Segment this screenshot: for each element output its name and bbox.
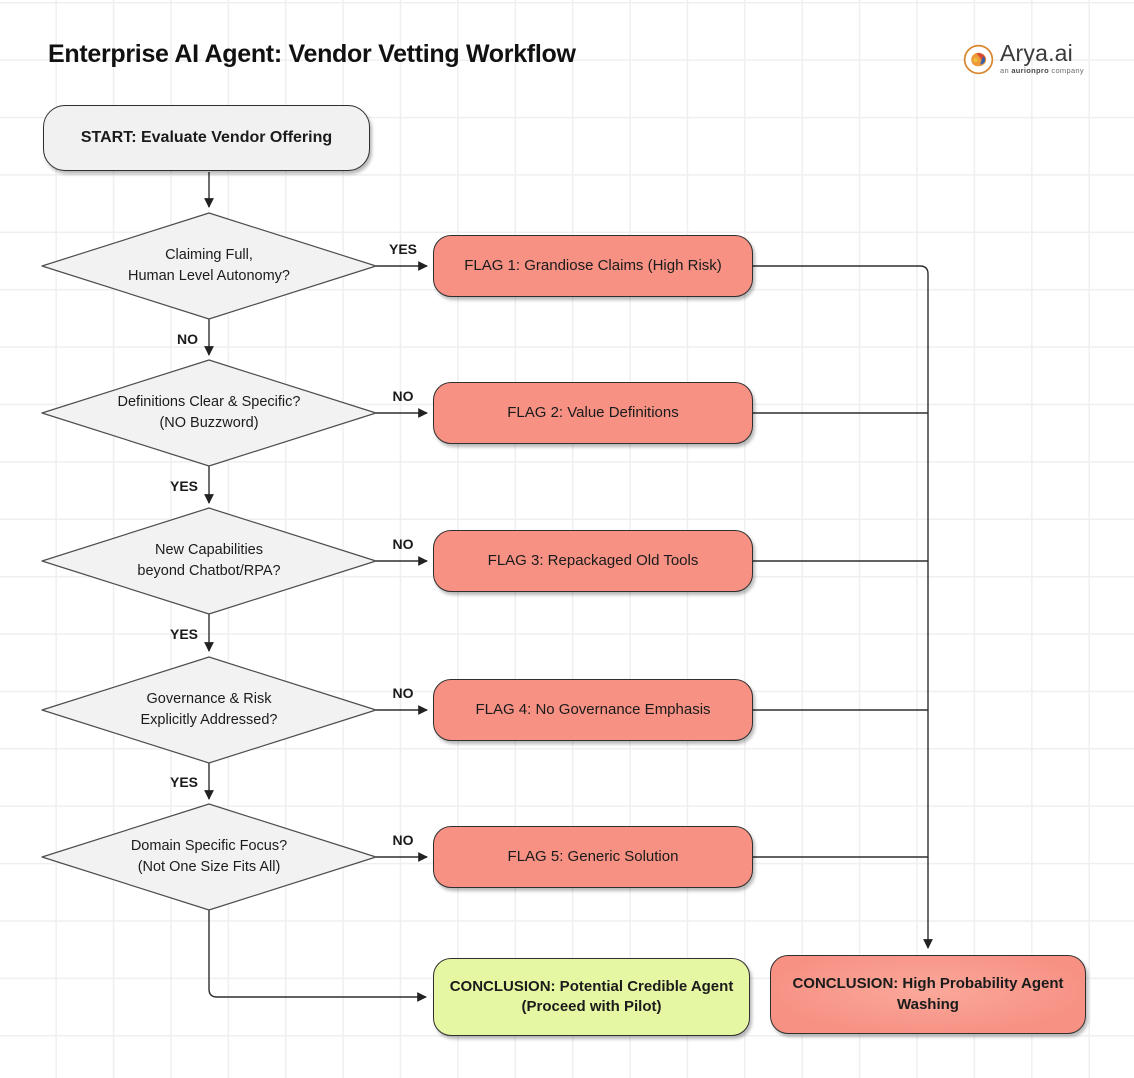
decision-diamond-4 (41, 656, 377, 764)
flag-4-label: FLAG 4: No Governance Emphasis (475, 700, 711, 718)
branch-label-yes-3: YES (169, 626, 198, 642)
flag-3-label: FLAG 3: Repackaged Old Tools (487, 551, 699, 569)
branch-label-yes-4: YES (169, 774, 198, 790)
branch-label-yes-2: YES (169, 478, 198, 494)
flag-5-node: FLAG 5: Generic Solution (433, 826, 753, 888)
start-node-label: START: Evaluate Vendor Offering (80, 129, 333, 147)
branch-label-no-3: NO (392, 536, 414, 552)
conclusion-negative-node: CONCLUSION: High Probability Agent Washi… (770, 955, 1086, 1034)
decision-diamond-1 (41, 212, 377, 320)
flag-3-node: FLAG 3: Repackaged Old Tools (433, 530, 753, 592)
decision-diamond-3 (41, 507, 377, 615)
conclusion-positive-node: CONCLUSION: Potential Credible Agent (Pr… (433, 958, 750, 1036)
flag-5-label: FLAG 5: Generic Solution (507, 847, 679, 865)
branch-label-no-4: NO (392, 685, 414, 701)
flag-4-node: FLAG 4: No Governance Emphasis (433, 679, 753, 741)
page-title: Enterprise AI Agent: Vendor Vetting Work… (48, 40, 576, 68)
logo-wordmark: Arya.ai (1000, 40, 1073, 66)
branch-label-yes-1: YES (388, 241, 417, 257)
branch-label-no-5: NO (392, 832, 414, 848)
start-node: START: Evaluate Vendor Offering (43, 105, 370, 171)
decision-5-label: Domain Specific Focus?(Not One Size Fits… (130, 838, 288, 876)
branch-label-no-1: NO (177, 331, 198, 347)
flag-2-label: FLAG 2: Value Definitions (507, 403, 679, 421)
decision-diamond-2 (41, 359, 377, 467)
decision-diamond-5 (41, 803, 377, 911)
conclusion-negative-label: CONCLUSION: High Probability Agent Washi… (792, 975, 1064, 1013)
conclusion-positive-label: CONCLUSION: Potential Credible Agent (Pr… (449, 977, 734, 1015)
brain-logo-icon (963, 44, 994, 75)
flag-1-label: FLAG 1: Grandiose Claims (High Risk) (464, 256, 722, 274)
branch-label-no-2: NO (392, 388, 414, 404)
flag-1-node: FLAG 1: Grandiose Claims (High Risk) (433, 235, 753, 297)
logo-tagline: an aurionpro company (1000, 66, 1084, 75)
decision-1-label: Claiming Full,Human Level Autonomy? (127, 247, 290, 285)
flag-2-node: FLAG 2: Value Definitions (433, 382, 753, 444)
arya-ai-logo: Arya.ai an aurionpro company (963, 42, 1084, 75)
decision-2-label: Definitions Clear & Specific?(NO Buzzwor… (117, 394, 301, 432)
